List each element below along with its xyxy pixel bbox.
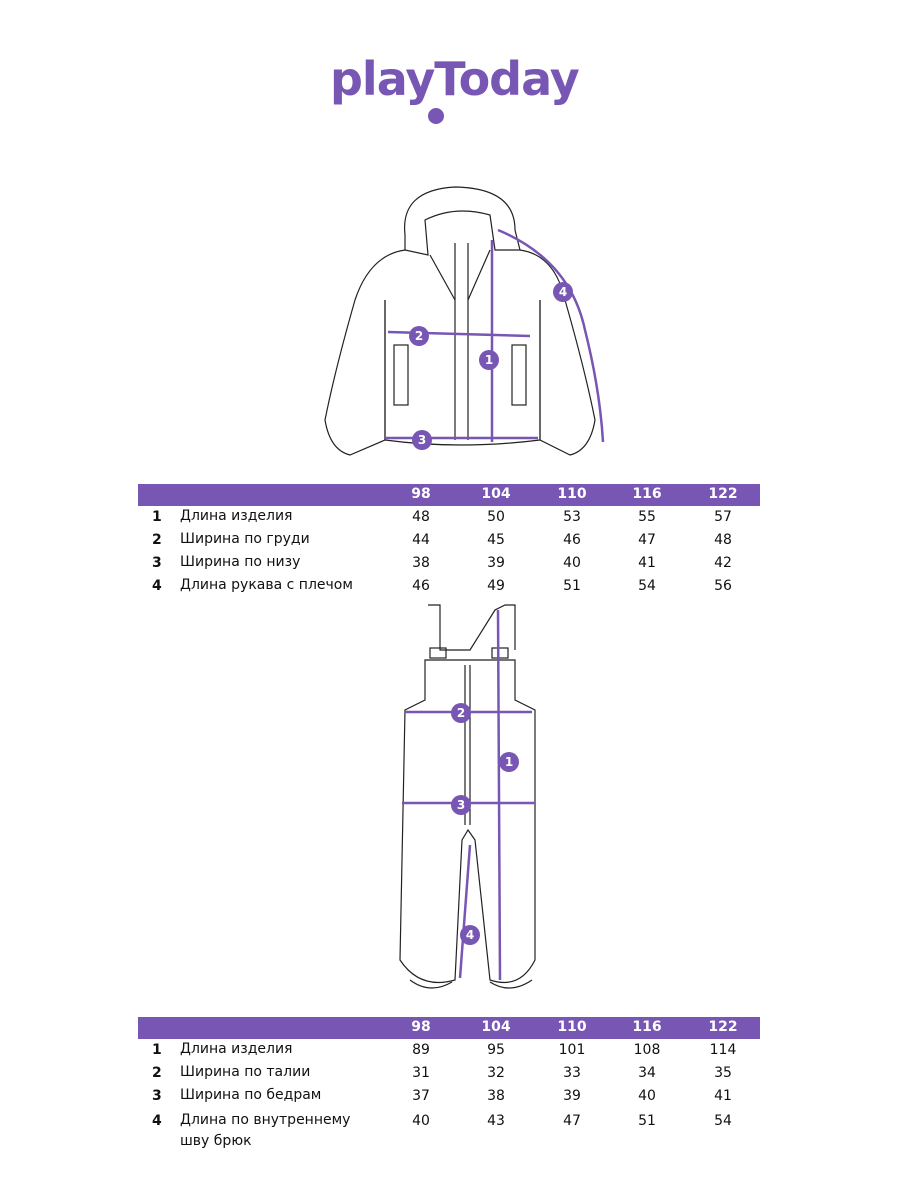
cell: 108 — [633, 1042, 661, 1058]
table-row: 1 Длина изделия 48 50 53 55 57 — [138, 506, 760, 529]
svg-text:2: 2 — [415, 329, 423, 343]
cell: 39 — [487, 555, 505, 571]
svg-text:3: 3 — [457, 798, 465, 812]
row-label: Длина изделия — [180, 1041, 293, 1057]
cell: 41 — [714, 1088, 732, 1104]
cell: 38 — [412, 555, 430, 571]
cell: 47 — [638, 532, 656, 548]
cell: 95 — [487, 1042, 505, 1058]
cell: 51 — [563, 578, 581, 594]
row-label: Ширина по груди — [180, 531, 310, 547]
size-header: 122 — [708, 486, 738, 502]
cell: 48 — [412, 509, 430, 525]
table-header: 98 104 110 116 122 — [138, 1017, 760, 1039]
cell: 46 — [563, 532, 581, 548]
jacket-drawing: 1 2 3 4 — [324, 186, 605, 456]
overalls-size-table: 98 104 110 116 122 1 Длина изделия 89 95 101… — [138, 1017, 760, 1156]
cell: 54 — [638, 578, 656, 594]
cell: 40 — [412, 1113, 430, 1129]
size-header: 116 — [632, 486, 662, 502]
cell: 53 — [563, 509, 581, 525]
cell: 101 — [558, 1042, 586, 1058]
cell: 46 — [412, 578, 430, 594]
table-row: 3 Ширина по низу 38 39 40 41 42 — [138, 552, 760, 575]
size-header: 98 — [411, 486, 431, 502]
logo-dot — [428, 108, 444, 124]
row-label: Длина рукава с плечом — [180, 577, 353, 593]
cell: 57 — [714, 509, 732, 525]
size-header: 116 — [632, 1019, 662, 1035]
brand-logo: playToday — [330, 52, 580, 127]
cell: 48 — [714, 532, 732, 548]
cell: 56 — [714, 578, 732, 594]
cell: 35 — [714, 1065, 732, 1081]
table-row: 4 Длина рукава с плечом 46 49 51 54 56 — [138, 575, 760, 598]
jacket-size-table: 98 104 110 116 122 1 Длина изделия 48 50 53 5… — [138, 484, 760, 598]
cell: 33 — [563, 1065, 581, 1081]
table-row: 1 Длина изделия 89 95 101 108 114 — [138, 1039, 760, 1062]
svg-text:4: 4 — [466, 928, 474, 942]
row-number: 3 — [152, 555, 162, 571]
row-label: Ширина по талии — [180, 1064, 311, 1080]
cell: 49 — [487, 578, 505, 594]
cell: 38 — [487, 1088, 505, 1104]
size-header: 104 — [481, 1019, 511, 1035]
row-number: 1 — [152, 509, 162, 525]
cell: 89 — [412, 1042, 430, 1058]
size-header: 110 — [557, 1019, 587, 1035]
row-number: 4 — [152, 1113, 162, 1129]
cell: 50 — [487, 509, 505, 525]
svg-text:1: 1 — [485, 353, 493, 367]
table-row: 2 Ширина по талии 31 32 33 34 35 — [138, 1062, 760, 1085]
row-label: Длина по внутреннему шву брюк — [180, 1112, 351, 1149]
svg-text:3: 3 — [418, 433, 426, 447]
logo-text: playToday — [330, 52, 580, 106]
cell: 47 — [563, 1113, 581, 1129]
cell: 51 — [638, 1113, 656, 1129]
cell: 41 — [638, 555, 656, 571]
cell: 31 — [412, 1065, 430, 1081]
cell: 40 — [563, 555, 581, 571]
overalls-drawing: 1 2 3 4 — [399, 604, 536, 989]
table-row: 3 Ширина по бедрам 37 38 39 40 41 — [138, 1085, 760, 1110]
row-number: 3 — [152, 1088, 162, 1104]
size-header: 98 — [411, 1019, 431, 1035]
svg-text:1: 1 — [505, 755, 513, 769]
row-number: 2 — [152, 1065, 162, 1081]
cell: 39 — [563, 1088, 581, 1104]
size-header: 122 — [708, 1019, 738, 1035]
svg-text:2: 2 — [457, 706, 465, 720]
cell: 43 — [487, 1113, 505, 1129]
row-number: 4 — [152, 578, 162, 594]
svg-text:4: 4 — [559, 285, 567, 299]
table-row: 2 Ширина по груди 44 45 46 47 48 — [138, 529, 760, 552]
row-label: Ширина по бедрам — [180, 1087, 322, 1103]
cell: 37 — [412, 1088, 430, 1104]
table-header: 98 104 110 116 122 — [138, 484, 760, 506]
row-number: 1 — [152, 1042, 162, 1058]
size-header: 110 — [557, 486, 587, 502]
cell: 45 — [487, 532, 505, 548]
cell: 114 — [709, 1042, 737, 1058]
cell: 42 — [714, 555, 732, 571]
row-number: 2 — [152, 532, 162, 548]
cell: 54 — [714, 1113, 732, 1129]
row-label: Длина изделия — [180, 508, 293, 524]
cell: 55 — [638, 509, 656, 525]
cell: 40 — [638, 1088, 656, 1104]
cell: 34 — [638, 1065, 656, 1081]
cell: 44 — [412, 532, 430, 548]
size-header: 104 — [481, 486, 511, 502]
table-row: 4 Длина по внутреннему шву брюк 40 43 47 51 54 — [138, 1110, 760, 1156]
cell: 32 — [487, 1065, 505, 1081]
row-label: Ширина по низу — [180, 554, 301, 570]
